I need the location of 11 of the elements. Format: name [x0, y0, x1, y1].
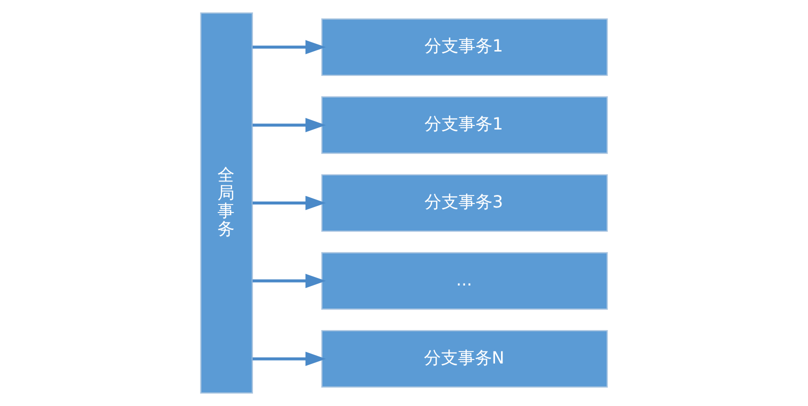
node-box: 全局事务	[200, 12, 253, 394]
arrow	[252, 352, 326, 366]
node-box: ...	[321, 252, 608, 310]
node-box: 分支事务1	[321, 96, 608, 154]
arrow	[252, 196, 326, 210]
node-box: 分支事务3	[321, 174, 608, 232]
arrow	[252, 274, 326, 288]
arrow	[252, 118, 326, 132]
node-box: 分支事务N	[321, 330, 608, 388]
arrow	[252, 40, 326, 54]
node-box: 分支事务1	[321, 18, 608, 76]
